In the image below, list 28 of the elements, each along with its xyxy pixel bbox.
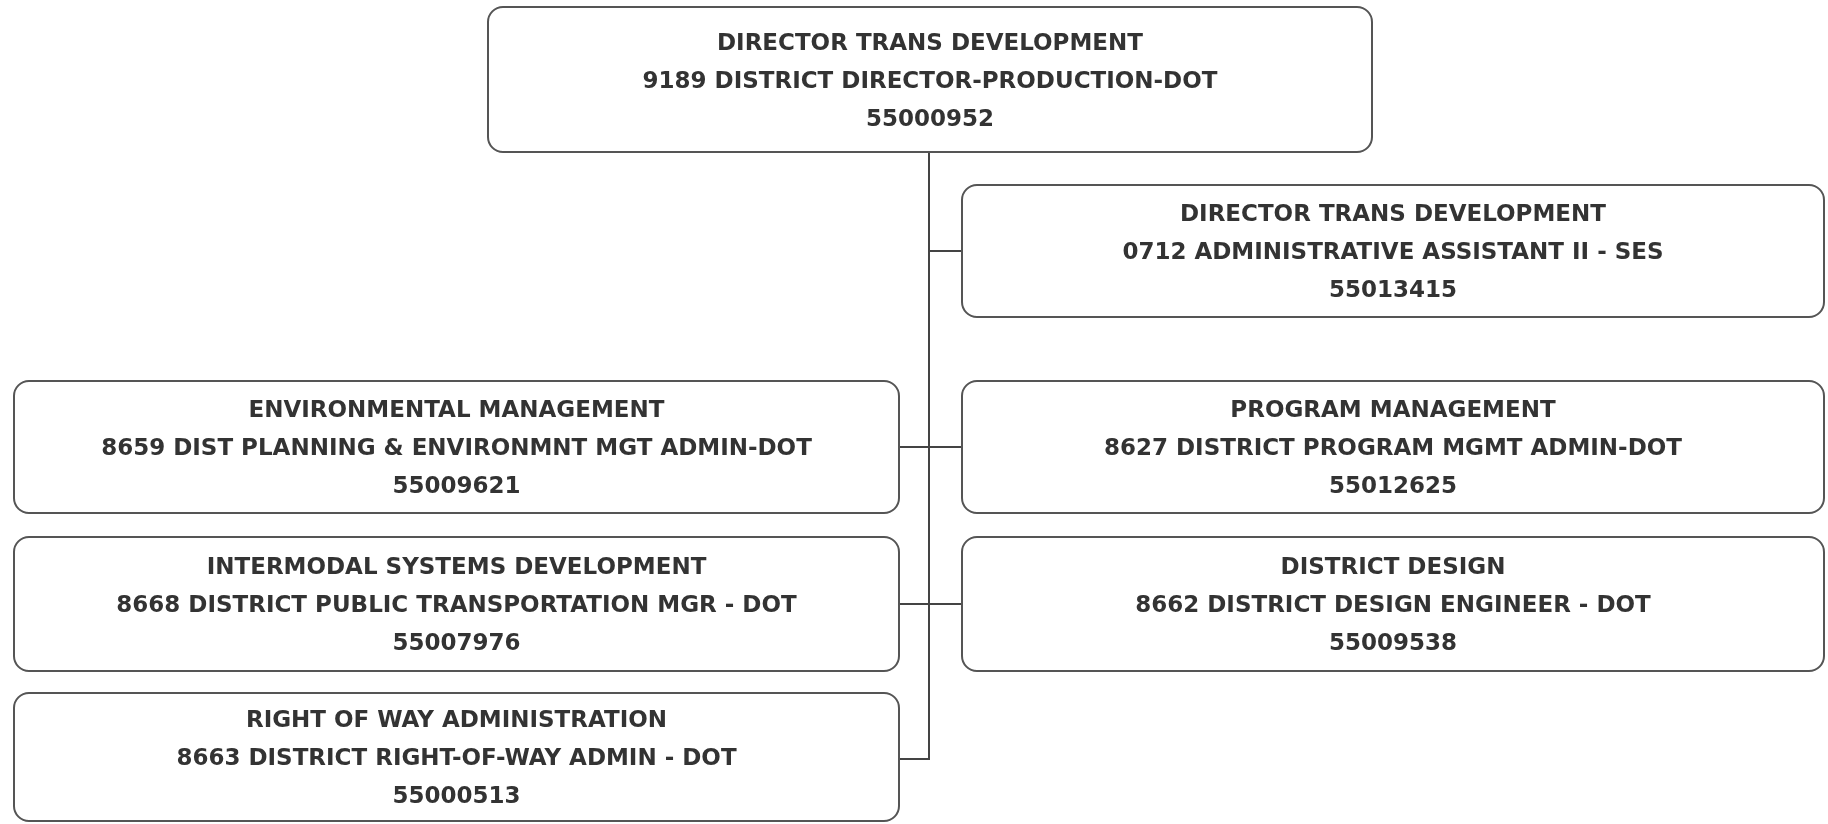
position-title: 9189 DISTRICT DIRECTOR-PRODUCTION-DOT	[642, 65, 1218, 95]
org-box	[487, 6, 1373, 153]
position-title: 8627 DISTRICT PROGRAM MGMT ADMIN-DOT	[1104, 433, 1682, 462]
position-title: 8668 DISTRICT PUBLIC TRANSPORTATION MGR - DOT	[116, 590, 797, 619]
org-box	[13, 536, 900, 672]
position-number: 55009538	[1329, 628, 1457, 657]
heading: DIRECTOR TRANS DEVELOPMENT	[1180, 199, 1606, 228]
heading: INTERMODAL SYSTEMS DEVELOPMENT	[206, 552, 707, 581]
position-number: 55000952	[866, 103, 994, 133]
position-number: 55013415	[1329, 275, 1457, 304]
position-number: 55012625	[1329, 471, 1457, 500]
heading: ENVIRONMENTAL MANAGEMENT	[248, 395, 665, 424]
org-box	[13, 692, 900, 822]
position-title: 0712 ADMINISTRATIVE ASSISTANT II - SES	[1122, 237, 1664, 266]
org-box	[961, 536, 1825, 672]
heading: RIGHT OF WAY ADMINISTRATION	[245, 705, 668, 734]
position-number: 55007976	[392, 628, 521, 657]
org-box	[13, 380, 900, 514]
heading: DISTRICT DESIGN	[1280, 552, 1506, 581]
position-title: 8663 DISTRICT RIGHT-OF-WAY ADMIN - DOT	[176, 743, 737, 772]
position-number: 55009621	[392, 471, 521, 500]
org-box	[961, 380, 1825, 514]
heading: DIRECTOR TRANS DEVELOPMENT	[717, 27, 1143, 57]
heading: PROGRAM MANAGEMENT	[1230, 395, 1556, 424]
position-number: 55000513	[392, 781, 521, 810]
position-title: 8659 DIST PLANNING & ENVIRONMNT MGT ADMIN-DOT	[101, 433, 812, 462]
org-box	[961, 184, 1825, 318]
position-title: 8662 DISTRICT DESIGN ENGINEER - DOT	[1135, 590, 1651, 619]
